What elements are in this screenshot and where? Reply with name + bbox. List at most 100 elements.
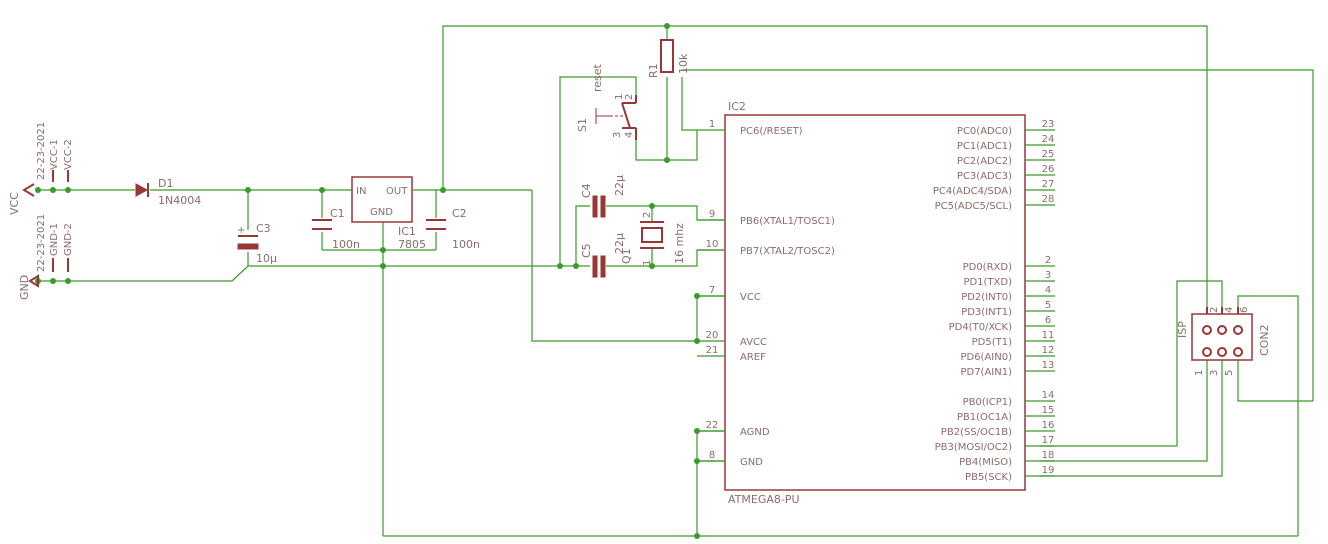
- s1-pin2: 2: [624, 94, 635, 100]
- regulator-ic1: IN OUT GND IC1 7805: [351, 176, 426, 251]
- ic2-pin-name: PD5(T1): [972, 337, 1012, 348]
- vcc-connector-part: 22-23-2021: [36, 122, 47, 180]
- ic2-pin-name: PD3(INT1): [961, 307, 1012, 318]
- ic2-pin-name: PD2(INT0): [961, 292, 1012, 303]
- ic2-pin-number: 19: [1042, 465, 1055, 476]
- ic2-pin-number: 21: [706, 345, 719, 356]
- gnd-connector-part: 22-23-2021: [36, 214, 47, 272]
- s1-pin3: 3: [612, 132, 623, 138]
- ic2-pin-number: 27: [1042, 179, 1055, 190]
- ic2-pin-name: PD0(RXD): [963, 262, 1012, 273]
- ic2-right-pins: 23PC0(ADC0)24PC1(ADC1)25PC2(ADC2)26PC3(A…: [933, 119, 1055, 483]
- ic2-pin-number: 25: [1042, 149, 1055, 160]
- s1-pin1: 1: [614, 94, 625, 100]
- ic2-pin-number: 22: [706, 420, 719, 431]
- capacitor-c4: C4 22µ: [580, 175, 626, 218]
- isp-pin4: 4: [1224, 307, 1235, 313]
- gnd-connector-pin2: GND-2: [63, 223, 74, 256]
- q1-pin1: 1: [642, 260, 653, 266]
- c5-label: C5: [580, 243, 593, 258]
- s1-label: S1: [576, 118, 589, 132]
- ic2-pin-number: 11: [1042, 330, 1055, 341]
- ic2-pin-number: 16: [1042, 420, 1055, 431]
- ic2-pin-name: PC5(ADC5/SCL): [935, 201, 1012, 212]
- ic2-value: ATMEGA8-PU: [728, 493, 800, 506]
- ic1-value: 7805: [398, 238, 426, 251]
- c5-value: 22µ: [613, 233, 626, 254]
- vcc-connector-pin2: VCC-2: [63, 139, 74, 170]
- ic2-pin-number: 10: [706, 239, 719, 250]
- c1-value: 100n: [332, 238, 360, 251]
- ic2-pin-name: PB6(XTAL1/TOSC1): [740, 216, 835, 227]
- isp-pin6: 6: [1239, 307, 1250, 313]
- gnd-connector-pin1: GND-1: [49, 223, 60, 256]
- r1-value: 10k: [677, 53, 690, 74]
- ic2-pin-name: PC1(ADC1): [957, 141, 1012, 152]
- capacitor-c5: C5 22µ: [580, 233, 626, 278]
- c2-label: C2: [452, 207, 467, 220]
- ic2-pin-number: 20: [706, 330, 719, 341]
- gnd-symbol: GND: [18, 274, 39, 300]
- ic2-pin-name: PD6(AIN0): [960, 352, 1012, 363]
- ic2-pin-name: GND: [740, 457, 763, 468]
- wires: [38, 25, 1314, 537]
- ic2-pin-name: PB0(ICP1): [963, 397, 1012, 408]
- ic2-pin-number: 2: [1045, 255, 1051, 266]
- ic2-pin-number: 18: [1042, 450, 1055, 461]
- ic2-pin-name: PC4(ADC4/SDA): [933, 186, 1012, 197]
- capacitor-c2: C2 100n: [426, 207, 480, 251]
- ic2-pin-name: PD4(T0/XCK): [949, 322, 1012, 333]
- ic2-pin-name: PD1(TXD): [963, 277, 1012, 288]
- ic2-pin-name: PC6(/RESET): [740, 126, 803, 137]
- s1-pin4: 4: [624, 132, 635, 138]
- junctions: [35, 23, 700, 539]
- ic2-pin-name: PB2(SS/OC1B): [941, 427, 1012, 438]
- ic2-pin-name: AREF: [740, 352, 766, 363]
- isp-label: ISP: [1176, 321, 1189, 338]
- ic2-pin-number: 14: [1042, 390, 1055, 401]
- q1-value: 16 mhz: [673, 223, 686, 264]
- d1-value: 1N4004: [158, 194, 201, 207]
- vcc-connector-pin1: VCC-1: [49, 139, 60, 170]
- ic2-pin-number: 8: [709, 450, 715, 461]
- ic2-pin-name: PC3(ADC3): [957, 171, 1012, 182]
- ic2-pin-name: PB7(XTAL2/TOSC2): [740, 246, 835, 257]
- gnd-label: GND: [18, 275, 31, 300]
- ic2-pin-name: PB5(SCK): [965, 472, 1012, 483]
- c4-label: C4: [580, 183, 593, 198]
- ic2-pin-name: PB4(MISO): [959, 457, 1012, 468]
- c4-value: 22µ: [613, 175, 626, 196]
- ic2-pin-name: VCC: [740, 292, 761, 303]
- ic2-pin-number: 17: [1042, 435, 1055, 446]
- ic2-pin-number: 28: [1042, 194, 1055, 205]
- ic2-pin-name: PC2(ADC2): [957, 156, 1012, 167]
- d1-label: D1: [158, 177, 173, 190]
- ic2-left-pins: 1PC6(/RESET)9PB6(XTAL1/TOSC1)10PB7(XTAL2…: [697, 119, 835, 468]
- ic2-pin-name: AGND: [740, 427, 770, 438]
- isp-pin2: 2: [1209, 307, 1220, 313]
- ic2-pin-number: 13: [1042, 360, 1055, 371]
- diode-d1: D1 1N4004: [135, 177, 201, 207]
- ic2-pin-number: 23: [1042, 119, 1055, 130]
- vcc-label: VCC: [8, 192, 21, 215]
- r1-label: R1: [647, 63, 660, 78]
- ic2-pin-number: 1: [709, 119, 715, 130]
- svg-text:+: +: [237, 225, 245, 236]
- q1-pin2: 2: [642, 212, 653, 218]
- isp-pin3: 3: [1209, 370, 1220, 376]
- ic2-pin-name: AVCC: [740, 337, 767, 348]
- crystal-q1: Q1 16 mhz 1 2: [620, 212, 686, 266]
- c3-label: C3: [256, 222, 271, 235]
- microcontroller-ic2: IC2 ATMEGA8-PU 1PC6(/RESET)9PB6(XTAL1/TO…: [697, 100, 1055, 506]
- isp-pin5: 5: [1224, 370, 1235, 376]
- ic2-pin-number: 4: [1045, 285, 1051, 296]
- ic1-gnd-pin: GND: [370, 207, 393, 218]
- ic2-pin-name: PB3(MOSI/OC2): [935, 442, 1013, 453]
- ic2-pin-number: 6: [1045, 315, 1051, 326]
- capacitor-c3: + C3 10µ: [237, 222, 277, 265]
- con2-label: CON2: [1258, 324, 1271, 356]
- ic2-label: IC2: [728, 100, 746, 113]
- isp-connector-con2: ISP CON2 2 4 6 1 3 5: [1176, 307, 1271, 376]
- c2-value: 100n: [452, 238, 480, 251]
